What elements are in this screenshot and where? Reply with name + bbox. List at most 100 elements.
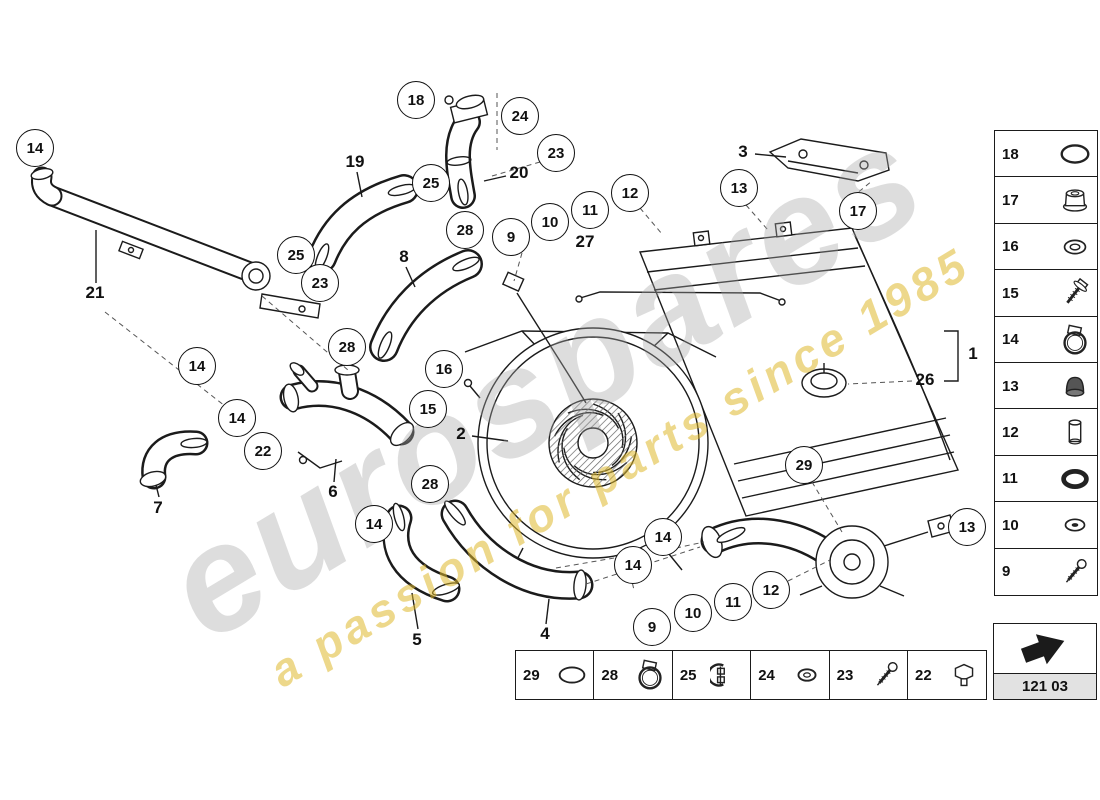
callout-23[interactable]: 23	[301, 264, 339, 302]
part-label-4: 4	[540, 624, 550, 643]
callout-14[interactable]: 14	[355, 505, 393, 543]
oring-large-icon	[1056, 135, 1094, 173]
part-label-2: 2	[456, 424, 466, 443]
sidebar-part-16[interactable]: 16	[994, 222, 1098, 271]
part-number-label: 28	[601, 666, 619, 684]
callout-17[interactable]: 17	[839, 192, 877, 230]
sidebar-part-14[interactable]: 14	[994, 315, 1098, 364]
callout-23[interactable]: 23	[537, 134, 575, 172]
sidebar-part-12[interactable]: 12	[994, 408, 1098, 457]
part-label-6: 6	[328, 482, 338, 501]
callout-9[interactable]: 9	[492, 218, 530, 256]
band-clamp-icon	[709, 656, 748, 694]
callout-11[interactable]: 11	[714, 583, 752, 621]
hose-8-drawing	[369, 249, 483, 362]
hex-bolt-icon	[945, 656, 983, 694]
strip-part-23[interactable]: 23	[828, 650, 909, 700]
callout-9[interactable]: 9	[633, 608, 671, 646]
callout-10[interactable]: 10	[674, 594, 712, 632]
sidebar-part-17[interactable]: 17	[994, 176, 1098, 225]
water-pump-drawing	[700, 517, 929, 599]
strip-part-24[interactable]: 24	[750, 650, 831, 700]
callout-12[interactable]: 12	[611, 174, 649, 212]
strip-part-25[interactable]: 25	[671, 650, 752, 700]
part-number-label: 17	[1002, 191, 1019, 209]
callout-28[interactable]: 28	[411, 465, 449, 503]
sidebar-part-13[interactable]: 13	[994, 362, 1098, 411]
arrow-icon	[994, 624, 1096, 673]
strip-part-22[interactable]: 22	[907, 650, 988, 700]
ring-small-icon	[788, 656, 826, 694]
diagram-code-box[interactable]: 121 03	[993, 623, 1097, 700]
hose-clamp-icon	[631, 656, 669, 694]
sidebar-part-11[interactable]: 11	[994, 454, 1098, 503]
strip-part-29[interactable]: 29	[515, 650, 595, 700]
part-number-label: 9	[1002, 563, 1011, 581]
part-number-label: 14	[1002, 331, 1019, 349]
leader-lines	[95, 153, 959, 630]
pipe-21-drawing	[30, 166, 321, 319]
callout-13[interactable]: 13	[948, 508, 986, 546]
hose-19-drawing	[307, 174, 419, 273]
callout-14[interactable]: 14	[614, 546, 652, 584]
diagram-code: 121 03	[994, 673, 1096, 699]
callout-14[interactable]: 14	[178, 347, 216, 385]
part-number-label: 13	[1002, 377, 1019, 395]
callout-16[interactable]: 16	[425, 350, 463, 388]
part-number-label: 18	[1002, 145, 1019, 163]
callout-11[interactable]: 11	[571, 191, 609, 229]
hose-7-drawing	[139, 430, 209, 490]
callout-18[interactable]: 18	[397, 81, 435, 119]
callout-12[interactable]: 12	[752, 571, 790, 609]
callout-13[interactable]: 13	[720, 169, 758, 207]
part-label-21: 21	[85, 283, 105, 302]
part-label-8: 8	[399, 247, 409, 266]
part-label-7: 7	[153, 498, 163, 517]
callout-28[interactable]: 28	[446, 211, 484, 249]
bracket-3-drawing	[768, 138, 890, 182]
bushing-icon	[1056, 367, 1094, 405]
part-label-19: 19	[345, 152, 365, 171]
grommet-icon	[1056, 460, 1094, 498]
sidebar-part-10[interactable]: 10	[994, 501, 1098, 550]
washer-icon	[1056, 228, 1094, 266]
callout-29[interactable]: 29	[785, 446, 823, 484]
part-label-3: 3	[738, 142, 748, 161]
hardware-strip: 29 28 25 24 23 22	[515, 650, 988, 700]
hose-clamp-icon	[1056, 321, 1094, 359]
callout-14[interactable]: 14	[644, 518, 682, 556]
hose-20-drawing	[444, 94, 489, 209]
callout-25[interactable]: 25	[412, 164, 450, 202]
part-number-label: 15	[1002, 284, 1019, 302]
part-label-5: 5	[412, 630, 422, 649]
strip-part-28[interactable]: 28	[593, 650, 674, 700]
callout-15[interactable]: 15	[409, 390, 447, 428]
callout-24[interactable]: 24	[501, 97, 539, 135]
part-number-label: 10	[1002, 516, 1019, 534]
bolt-icon	[1056, 274, 1094, 312]
callout-28[interactable]: 28	[328, 328, 366, 366]
hose-4-drawing	[440, 499, 594, 601]
pipe-6-drawing	[279, 362, 415, 469]
part-number-label: 25	[679, 666, 697, 684]
callout-14[interactable]: 14	[16, 129, 54, 167]
sidebar-part-18[interactable]: 18	[994, 130, 1098, 178]
part-label-27: 27	[575, 232, 595, 251]
part-label-20: 20	[509, 163, 529, 182]
sidebar-part-9[interactable]: 9	[994, 547, 1098, 596]
oring-icon	[553, 656, 591, 694]
part-label-1: 1	[968, 344, 978, 363]
callout-14[interactable]: 14	[218, 399, 256, 437]
sidebar-part-15[interactable]: 15	[994, 269, 1098, 318]
part-label-26: 26	[915, 370, 935, 389]
part-number-label: 22	[915, 666, 932, 684]
sleeve-icon	[1056, 413, 1094, 451]
callout-22[interactable]: 22	[244, 432, 282, 470]
screw-icon	[1056, 553, 1094, 591]
callout-10[interactable]: 10	[531, 203, 569, 241]
part-number-label: 23	[836, 666, 854, 684]
bracket-27-drawing	[575, 291, 786, 306]
